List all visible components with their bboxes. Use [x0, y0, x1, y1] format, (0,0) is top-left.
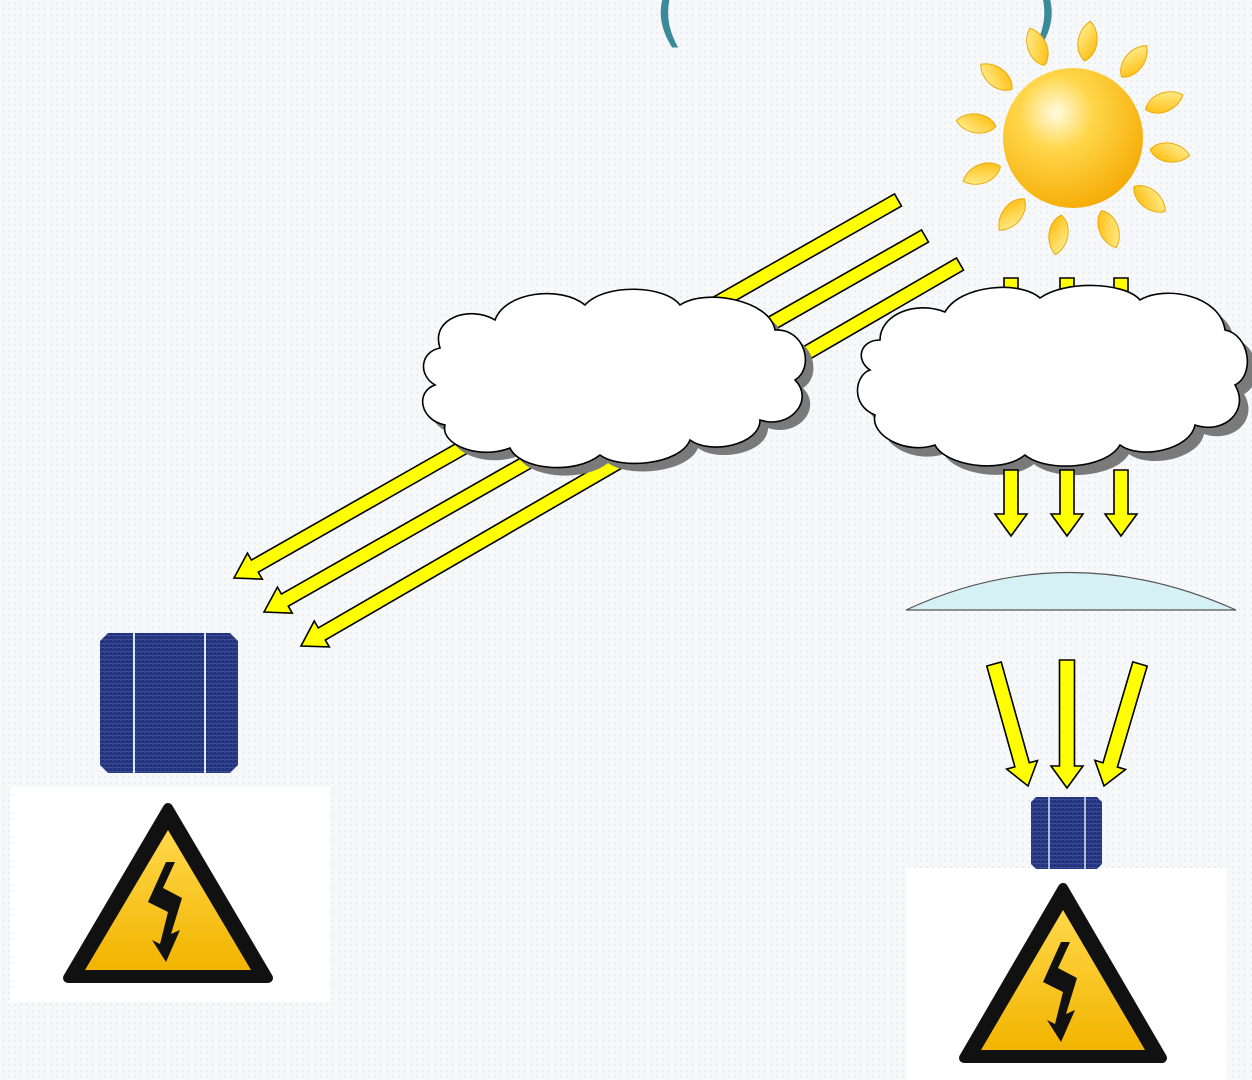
flat-solar-cell-icon	[100, 633, 238, 773]
vertical-beam-arrow	[995, 470, 1027, 536]
sun-ray	[992, 193, 1032, 236]
vertical-beam-arrow	[1051, 470, 1083, 536]
sun-ray	[1021, 25, 1053, 69]
cloud-icon-right	[858, 285, 1252, 475]
focused-beam-arrow	[1051, 660, 1083, 788]
sun-ray	[955, 111, 997, 136]
sun-ray	[975, 57, 1018, 97]
focused-beam-arrow	[1095, 662, 1147, 786]
cloud-icon-left	[423, 289, 814, 475]
sun-ray	[1128, 179, 1171, 219]
sun-icon	[955, 20, 1191, 256]
high-voltage-warning-icon-left	[68, 808, 268, 978]
focused-beam-arrow	[987, 662, 1038, 786]
sun-ray	[1046, 214, 1071, 256]
sun-ray	[1114, 40, 1154, 83]
sun-ray	[1093, 207, 1125, 251]
sun-ray	[1142, 86, 1186, 118]
sun-ray	[1149, 140, 1191, 165]
lens-icon	[906, 573, 1236, 611]
sun-ray	[1075, 20, 1100, 62]
sun-ray	[960, 158, 1004, 190]
focused-light-beams	[987, 660, 1147, 788]
high-voltage-warning-icon-right	[964, 888, 1162, 1058]
vertical-light-beams-bottom	[995, 470, 1137, 536]
concentrator-solar-cell-icon	[1031, 797, 1102, 869]
vertical-beam-arrow	[1105, 470, 1137, 536]
